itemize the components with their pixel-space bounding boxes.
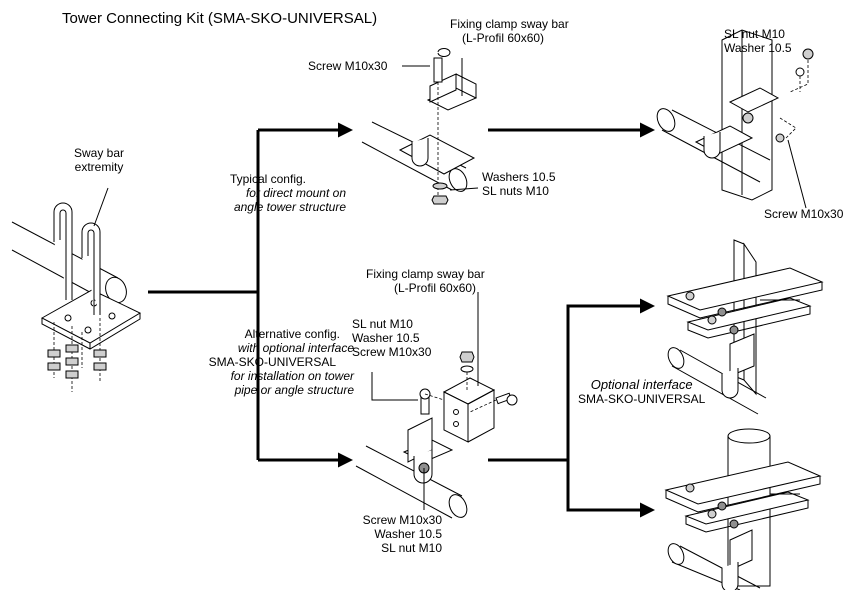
flow-arrows [148, 122, 655, 518]
sway-bar-extremity-illustration [11, 187, 142, 392]
optional-interface-pipe-illustration [664, 428, 822, 593]
label-mid-hardware: SL nut M10 Washer 10.5 Screw M10x30 [352, 317, 432, 359]
label-washers-nuts-top: Washers 10.5 SL nuts M10 [482, 170, 556, 198]
label-optional-interface: Optional interface SMA-SKO-UNIVERSAL [578, 377, 706, 407]
label-fixing-clamp-top: Fixing clamp sway bar (L-Profil 60x60) [450, 17, 569, 45]
diagram-title: Tower Connecting Kit (SMA-SKO-UNIVERSAL) [62, 10, 378, 27]
label-right-top-nut-washer: SL nut M10 Washer 10.5 [724, 27, 792, 55]
label-bottom-hardware: Screw M10x30 Washer 10.5 SL nut M10 [362, 513, 442, 555]
label-fixing-clamp-mid: Fixing clamp sway bar (L-Profil 60x60) [366, 267, 485, 295]
typical-mounted-illustration [656, 29, 814, 209]
label-screw-top: Screw M10x30 [308, 59, 388, 73]
label-alternative-config: Alternative config. with optional interf… [208, 327, 354, 397]
label-typical-config: Typical config. for direct mount on angl… [229, 172, 346, 214]
label-right-top-screw: Screw M10x30 [764, 207, 844, 221]
typical-clamp-illustration [361, 48, 479, 205]
alternative-clamp-illustration [355, 292, 518, 519]
label-sway-bar-extremity: Sway bar extremity [74, 146, 125, 174]
optional-interface-angle-illustration [666, 239, 824, 415]
